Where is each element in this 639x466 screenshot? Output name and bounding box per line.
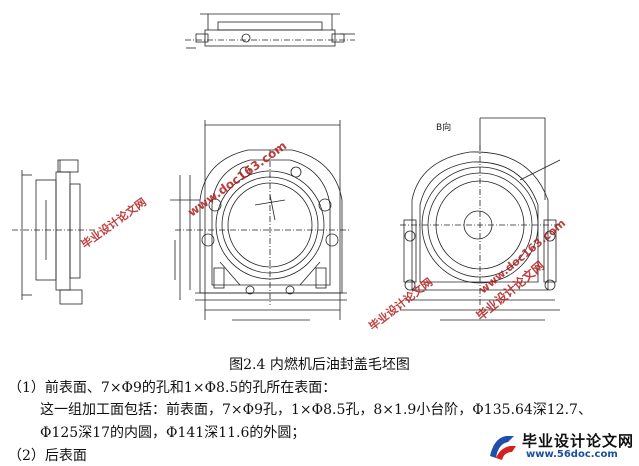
logo-mark-icon — [490, 436, 516, 460]
body-line-2: 这一组加工面包括：前表面，7×Φ9孔，1×Φ8.5孔，8×1.9小台阶，Φ135… — [40, 402, 592, 418]
engineering-drawing: B向 — [12, 13, 561, 321]
body-line-3: Φ125深17的内圆，Φ141深11.6的外圆； — [40, 425, 306, 441]
front-view — [170, 120, 350, 321]
body-line-1: （1）前表面、7×Φ9的孔和1×Φ8.5的孔所在表面： — [8, 380, 337, 396]
left-side-section — [12, 159, 95, 305]
logo-url: www.56doc.com — [526, 449, 618, 460]
body-line-4: （2）后表面 — [8, 448, 87, 464]
b-view — [400, 117, 561, 321]
view-label: B向 — [436, 121, 451, 133]
logo-name: 毕业设计论文网 — [522, 432, 635, 450]
figure-caption: 图2.4 内燃机后油封盖毛坯图 — [229, 357, 410, 373]
site-logo: 毕业设计论文网 www.56doc.com — [486, 430, 636, 464]
top-section-view — [185, 13, 355, 49]
